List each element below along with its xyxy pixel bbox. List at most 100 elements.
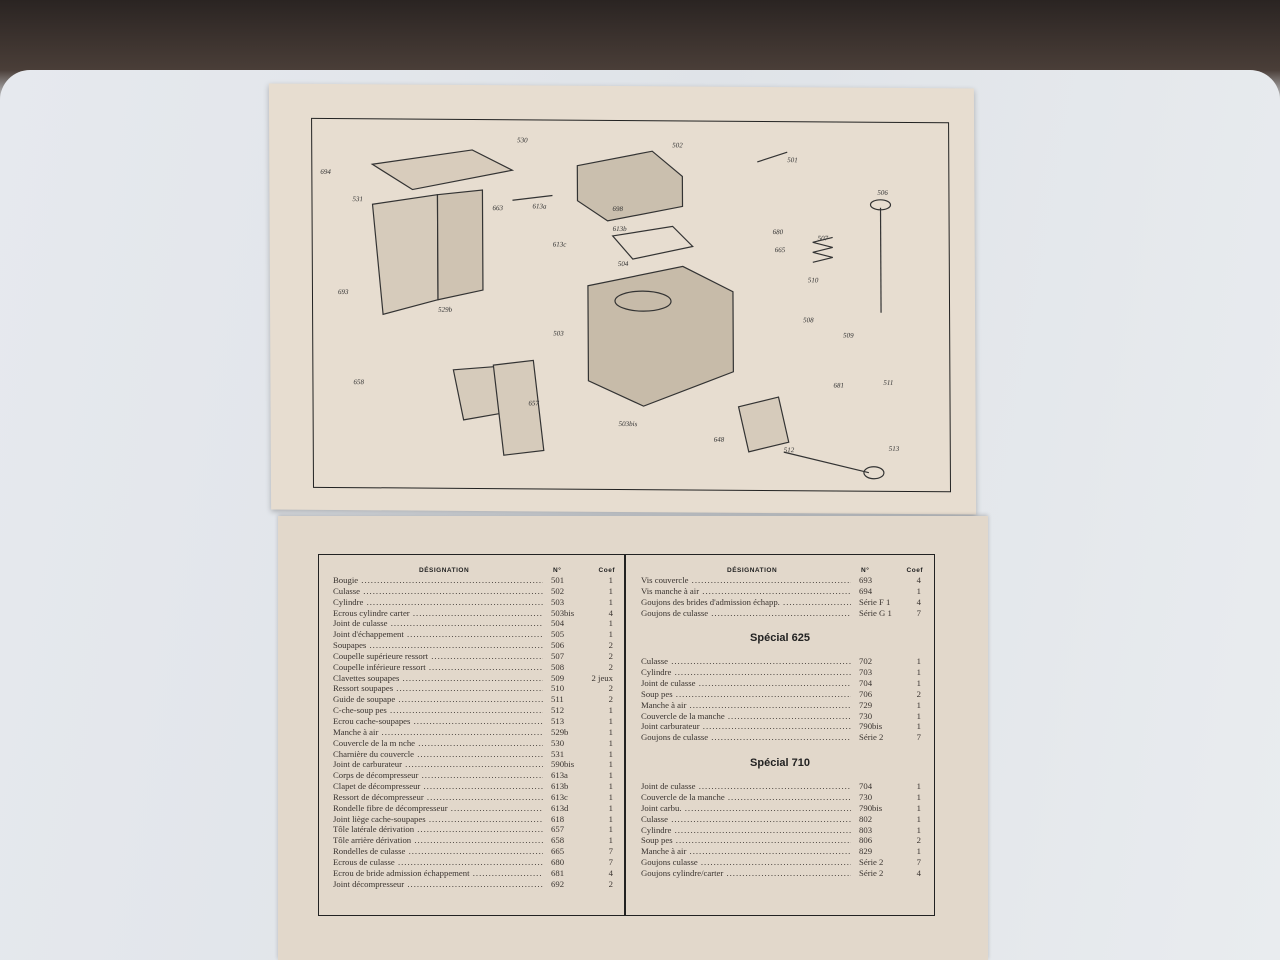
valve-spring: [812, 236, 833, 263]
part-designation: Bougie: [333, 575, 543, 586]
diagram-label: 680: [773, 228, 784, 236]
table-row: Ecrous cylindre carter503bis4: [327, 607, 617, 619]
diagram-drawing: 530 502 501 694 531 663 613a 613b 613c 6…: [320, 136, 900, 480]
part-number: 512: [549, 705, 565, 716]
part-designation: Culasse: [641, 814, 851, 825]
booklet-page-parts-list: DÉSIGNATION N° Coef Bougie5011Culasse502…: [278, 516, 988, 960]
table-row: Clapet de décompresseur613b1: [327, 781, 617, 792]
table-row: Rondelles de culasse6657: [327, 846, 617, 857]
part-number: 681: [549, 867, 565, 879]
table-row: Soupapes5062: [327, 640, 617, 651]
header-designation: DÉSIGNATION: [419, 567, 470, 574]
part-designation: Goujons de culasse: [641, 608, 851, 619]
part-designation: Vis couvercle: [641, 575, 851, 586]
part-designation: Ecrous de culasse: [333, 857, 543, 868]
table-row: Manche à air7291: [635, 699, 925, 711]
part-designation: Guide de soupape: [333, 694, 543, 705]
diagram-label: 648: [714, 436, 725, 444]
table-row: Goujons de culasseSérie G 17: [635, 607, 925, 619]
part-number: 803: [857, 824, 873, 836]
part-designation: Joint carburateur: [641, 721, 851, 732]
table-row: Bougie5011: [327, 575, 617, 586]
section-title: Spécial 710: [750, 757, 810, 770]
table-row: Joint d'échappement5051: [327, 629, 617, 641]
diagram-label: 698: [613, 205, 624, 213]
diagram-label: 508: [803, 316, 814, 324]
part-designation: Tôle latérale dérivation: [333, 824, 543, 835]
part-number: 529b: [549, 726, 569, 738]
part-quantity: 1: [916, 791, 921, 802]
part-quantity: 1: [608, 748, 613, 759]
part-quantity: 1: [608, 596, 613, 607]
part-quantity: 1: [916, 802, 921, 813]
part-number: 665: [549, 846, 565, 857]
part-quantity: 2: [608, 694, 613, 705]
part-quantity: 1: [916, 710, 921, 721]
table-row: Culasse5021: [327, 585, 617, 597]
part-number: Série 2: [857, 732, 884, 744]
table-row: Coupelle inférieure ressort5082: [327, 661, 617, 673]
cylinder-block: [587, 265, 734, 407]
valve: [879, 207, 882, 313]
part-designation: Soupapes: [333, 640, 543, 651]
diagram-label: 510: [808, 276, 819, 284]
part-designation: Rondelles de culasse: [333, 846, 543, 857]
part-designation: Cylindre: [641, 825, 851, 836]
table-row: Charnière du couvercle5311: [327, 748, 617, 760]
part-designation: Rondelle fibre de décompresseur: [333, 803, 543, 814]
part-number: 509: [549, 672, 565, 684]
table-row: Clavettes soupapes5092 jeux: [327, 672, 617, 684]
part-quantity: 1: [608, 802, 613, 813]
diagram-label: 665: [775, 246, 786, 254]
part-number: 702: [857, 656, 873, 668]
part-quantity: 2 jeux: [591, 672, 613, 683]
part-designation: Couvercle de la manche: [641, 711, 851, 722]
table-row: Joint décompresseur6922: [327, 878, 617, 890]
table-row: Cylindre7031: [635, 667, 925, 679]
diagram-label: 694: [320, 168, 331, 176]
part-number: 703: [857, 667, 873, 679]
diagram-label: 506: [877, 189, 888, 197]
table-row: Soup pes7062: [635, 688, 925, 700]
parts-table: DÉSIGNATION N° Coef Bougie5011Culasse502…: [318, 554, 935, 916]
diagram-label: 512: [784, 446, 795, 454]
table-row: Manche à air8291: [635, 846, 925, 858]
rear-plate: [492, 359, 545, 456]
part-designation: Goujons culasse: [641, 857, 851, 868]
diagram-label: 613a: [532, 202, 547, 210]
part-designation: Joint de culasse: [641, 781, 851, 792]
part-quantity: 4: [608, 867, 613, 878]
diagram-label: 529b: [438, 306, 453, 314]
part-designation: Joint de culasse: [641, 678, 851, 689]
part-number: 790bis: [857, 802, 883, 814]
part-quantity: 1: [608, 824, 613, 835]
part-quantity: 4: [916, 575, 921, 585]
part-number: 706: [857, 688, 873, 700]
part-designation: Coupelle inférieure ressort: [333, 662, 543, 673]
part-quantity: 4: [916, 867, 921, 878]
diagram-label: 503bis: [619, 420, 638, 428]
table-row: Guide de soupape5112: [327, 694, 617, 706]
diagram-label: 613c: [553, 241, 568, 249]
part-number: 680: [549, 856, 565, 868]
part-quantity: 1: [608, 759, 613, 770]
part-number: 590bis: [549, 759, 575, 771]
diagram-label: 693: [338, 288, 349, 296]
part-quantity: 1: [608, 618, 613, 629]
part-quantity: 2: [916, 688, 921, 699]
table-row: Tôle latérale dérivation6571: [327, 824, 617, 836]
part-number: 508: [549, 661, 565, 673]
part-quantity: 1: [608, 737, 613, 748]
part-quantity: 1: [916, 667, 921, 678]
part-quantity: 1: [608, 835, 613, 846]
header-designation: DÉSIGNATION: [727, 567, 778, 574]
part-designation: Manche à air: [641, 700, 851, 711]
part-number: 505: [549, 629, 565, 641]
part-number: 503bis: [549, 607, 575, 619]
part-quantity: 1: [608, 726, 613, 737]
table-row: Manche à air529b1: [327, 726, 617, 738]
header-number: N°: [861, 567, 870, 574]
table-row: Couvercle de la m nche5301: [327, 737, 617, 749]
table-row: Joint de culasse7041: [635, 781, 925, 792]
part-number: 618: [549, 813, 565, 825]
